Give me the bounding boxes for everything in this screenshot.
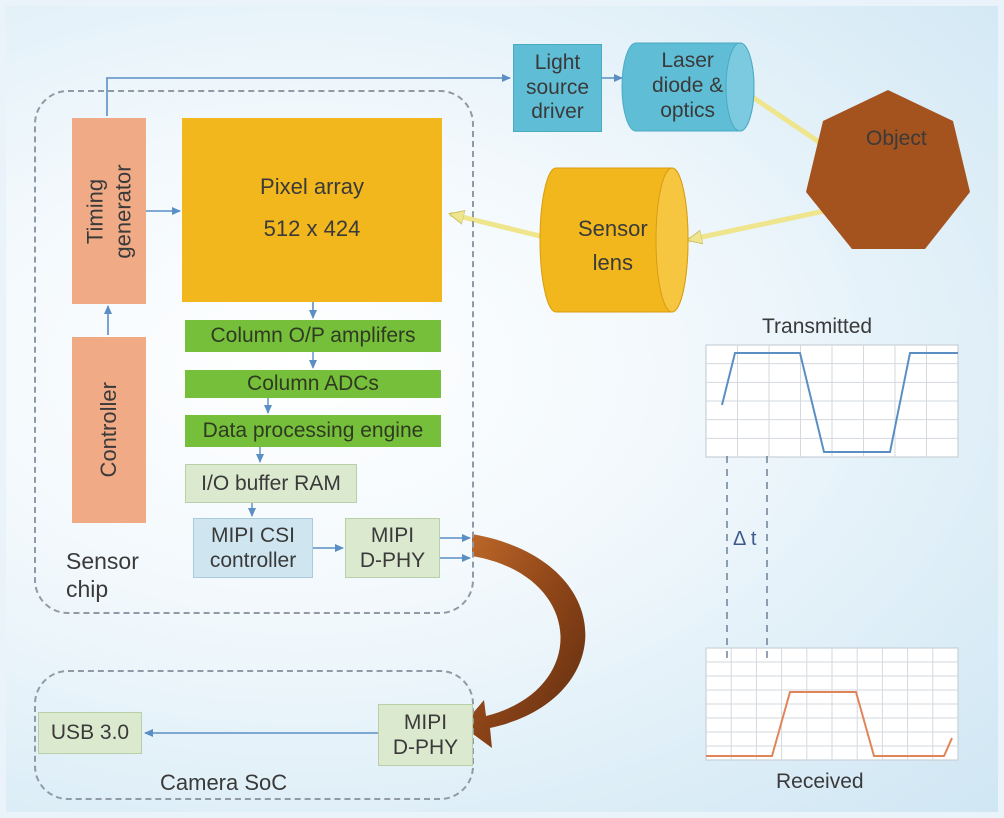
lens-to-pixel-beam [450,214,549,241]
usb-block: USB 3.0 [38,712,142,754]
sensor-lens-label: Sensor lens [578,216,648,276]
io-buffer-label: I/O buffer RAM [201,471,341,495]
sensor-chip-boundary [34,90,474,614]
column-adcs-label: Column ADCs [247,372,379,395]
object-shape [806,90,970,249]
mipi-csi-block: MIPI CSI controller [193,518,313,578]
received-wave [706,691,953,757]
object-label: Object [866,127,927,150]
light-source-driver-label: Light source driver [525,50,590,124]
timing-generator-block: Timing generator [72,118,146,304]
received-label: Received [776,770,864,793]
lens-cylinder-cap [655,167,689,313]
pixel-array-block: Pixel array 512 x 424 [182,118,442,302]
column-adcs-block: Column ADCs [185,370,441,398]
data-processing-block: Data processing engine [185,415,441,447]
controller-block: Controller [72,337,146,523]
io-buffer-block: I/O buffer RAM [185,464,357,503]
laser-diode-label: Laser diode & optics [652,49,724,123]
timing-to-driver-arrow [106,74,511,116]
sensor-mipi-dphy-label: MIPI D-PHY [359,523,426,572]
sensor-mipi-dphy-block: MIPI D-PHY [345,518,440,578]
delta-t-label: Δ t [733,528,757,550]
pixel-array-resolution: 512 x 424 [263,216,361,241]
camera-soc-label: Camera SoC [160,770,288,795]
mipi-csi-label: MIPI CSI controller [209,523,297,572]
transmitted-label: Transmitted [762,315,873,338]
transmitted-wave [721,352,958,453]
soc-mipi-dphy-label: MIPI D-PHY [392,710,459,759]
column-amplifiers-label: Column O/P amplifers [210,324,416,347]
sensor-chip-label: Sensor chip [66,548,139,602]
transmitted-scope [705,344,959,458]
usb-label: USB 3.0 [50,721,130,745]
pixel-array-title: Pixel array [260,174,364,199]
light-source-driver-block: Light source driver [513,44,602,132]
soc-mipi-dphy-block: MIPI D-PHY [378,704,473,766]
received-scope [705,647,959,761]
data-processing-label: Data processing engine [202,419,424,442]
curved-link-arrow [462,534,586,748]
laser-cylinder-cap [725,42,755,132]
camera-soc-boundary [34,670,474,800]
column-amplifiers-block: Column O/P amplifers [185,320,441,352]
